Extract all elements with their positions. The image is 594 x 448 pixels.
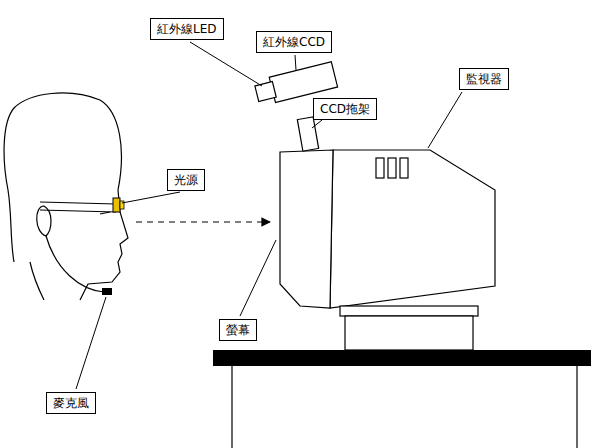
face-profile xyxy=(80,190,128,300)
part-label: 紅外線LED xyxy=(157,21,217,37)
part-label: 監視器 xyxy=(466,71,502,87)
label-box: 麥克風 xyxy=(46,392,96,414)
head-figure xyxy=(4,93,128,300)
part-label: CCD拖架 xyxy=(320,101,370,117)
leader-line xyxy=(122,192,180,203)
leader-line xyxy=(428,92,462,148)
microphone xyxy=(102,288,112,295)
monitor xyxy=(280,150,495,350)
gaze-arrow xyxy=(136,221,270,222)
ir-led xyxy=(255,82,276,102)
vent xyxy=(376,158,384,178)
part-label: 麥克風 xyxy=(53,395,89,411)
monitor-body xyxy=(330,150,495,308)
ccd-bracket xyxy=(297,117,318,151)
monitor-front xyxy=(280,150,333,308)
leader-line xyxy=(240,240,276,316)
leader-line xyxy=(76,297,106,389)
part-label: 光源 xyxy=(174,172,198,188)
label-box: 螢幕 xyxy=(219,319,257,341)
leader-lines xyxy=(76,42,462,389)
label-box: 監視器 xyxy=(459,68,509,90)
label-box: 紅外線CCD xyxy=(256,31,332,53)
part-label: 螢幕 xyxy=(226,322,250,338)
camera-housing xyxy=(269,62,337,103)
headband xyxy=(40,202,116,212)
monitor-stand xyxy=(345,316,473,350)
monitor-base xyxy=(340,306,478,316)
part-label: 紅外線CCD xyxy=(263,34,325,50)
vent xyxy=(388,158,396,178)
table-top xyxy=(213,350,591,366)
hair-outline xyxy=(4,93,121,262)
table-legs xyxy=(232,366,577,448)
table-leg xyxy=(576,366,577,448)
light-source xyxy=(113,198,120,212)
mic-boom xyxy=(46,236,104,292)
vent xyxy=(400,158,408,178)
label-box: 紅外線LED xyxy=(150,18,224,40)
light-source-lens xyxy=(120,201,124,209)
neck-line xyxy=(30,262,44,300)
leader-line xyxy=(295,55,296,70)
leader-line xyxy=(190,42,262,86)
label-box: CCD拖架 xyxy=(313,98,377,120)
label-box: 光源 xyxy=(167,169,205,191)
table-leg xyxy=(231,366,232,448)
leader-line xyxy=(312,120,322,128)
